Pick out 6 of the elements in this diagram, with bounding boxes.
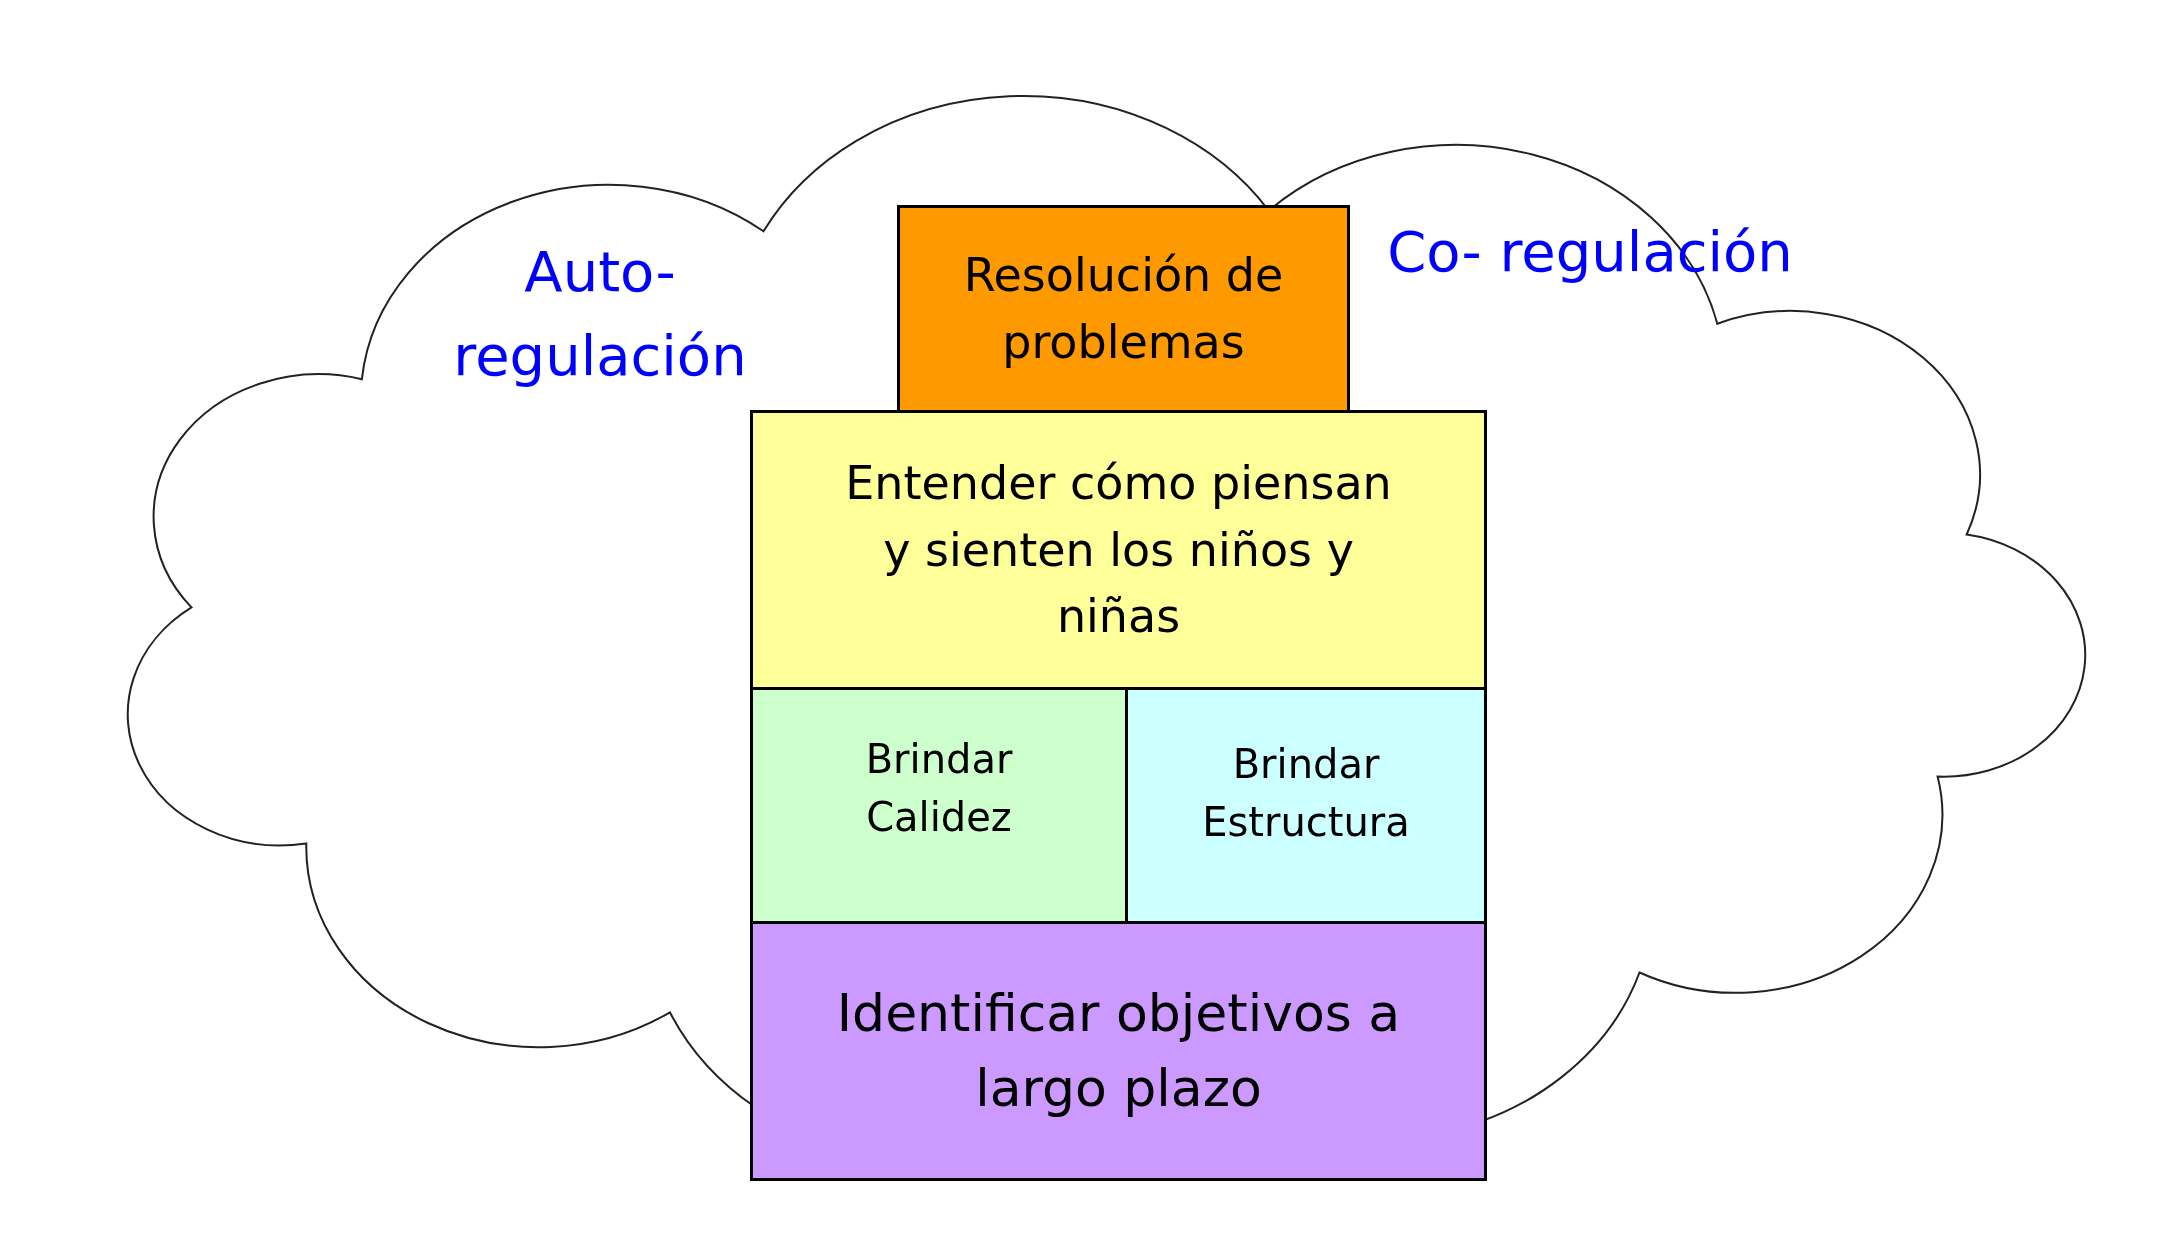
- cloud-label: Auto- regulación: [452, 238, 748, 390]
- step-box: Entender cómo piensan y sienten los niños y niñas: [750, 410, 1487, 690]
- step-box: Resolución de problemas: [897, 205, 1350, 413]
- step-box: Brindar Calidez: [750, 687, 1128, 924]
- step-box: Brindar Estructura: [1125, 687, 1487, 924]
- base-box: Identificar objetivos a largo plazo: [750, 921, 1487, 1181]
